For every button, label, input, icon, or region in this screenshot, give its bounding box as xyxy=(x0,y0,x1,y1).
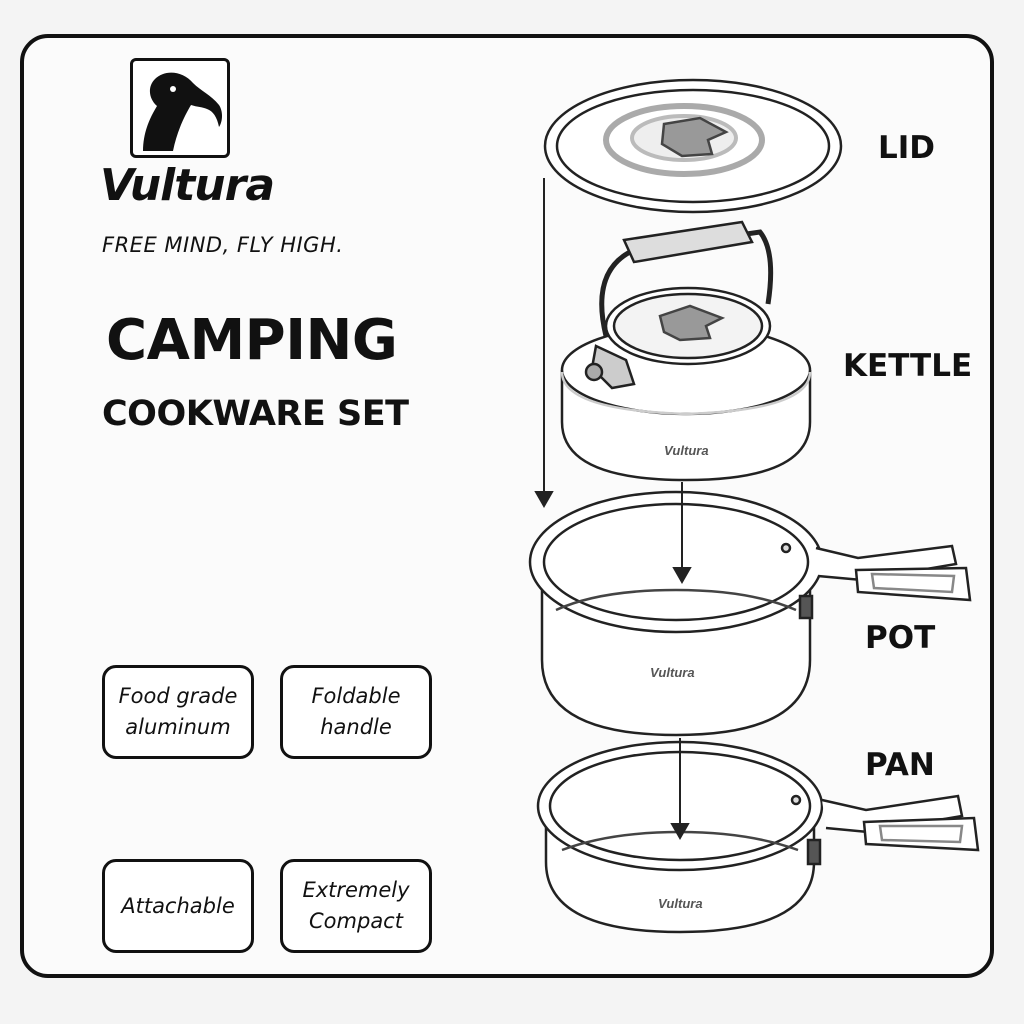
pan-illustration: Vultura xyxy=(536,740,980,934)
brand-logo xyxy=(130,58,230,158)
arrow-lid-to-pot xyxy=(534,178,554,509)
label-lid: LID xyxy=(878,130,936,166)
feature-text: Compact xyxy=(309,909,403,933)
feature-text: Foldable xyxy=(311,684,401,708)
pan-brand-mark: Vultura xyxy=(658,896,703,911)
title-line-1: CAMPING xyxy=(106,308,398,373)
feature-text: aluminum xyxy=(125,715,231,739)
label-pan: PAN xyxy=(865,747,935,783)
arrow-kettle-to-pot xyxy=(672,482,692,585)
brand-tagline: FREE MIND, FLY HIGH. xyxy=(102,233,344,257)
label-kettle: KETTLE xyxy=(843,348,973,384)
feature-foldable-handle: Foldable handle xyxy=(280,665,432,759)
feature-text: Attachable xyxy=(121,893,235,918)
kettle-brand-mark: Vultura xyxy=(664,443,709,458)
feature-food-grade: Food grade aluminum xyxy=(102,665,254,759)
brand-name: Vultura xyxy=(100,160,275,211)
feature-compact: Extremely Compact xyxy=(280,859,432,953)
feature-attachable: Attachable xyxy=(102,859,254,953)
lid-illustration xyxy=(543,78,843,214)
pot-illustration: Vultura xyxy=(528,490,972,737)
feature-text: handle xyxy=(320,715,392,739)
feature-text: Extremely xyxy=(302,878,410,902)
feature-text: Food grade xyxy=(118,684,238,708)
label-pot: POT xyxy=(865,620,936,656)
pot-brand-mark: Vultura xyxy=(650,665,695,680)
title-line-2: COOKWARE SET xyxy=(102,394,409,434)
arrow-pot-to-pan xyxy=(670,738,690,841)
vulture-head-icon xyxy=(143,72,222,151)
kettle-illustration: Vultura xyxy=(560,220,812,482)
